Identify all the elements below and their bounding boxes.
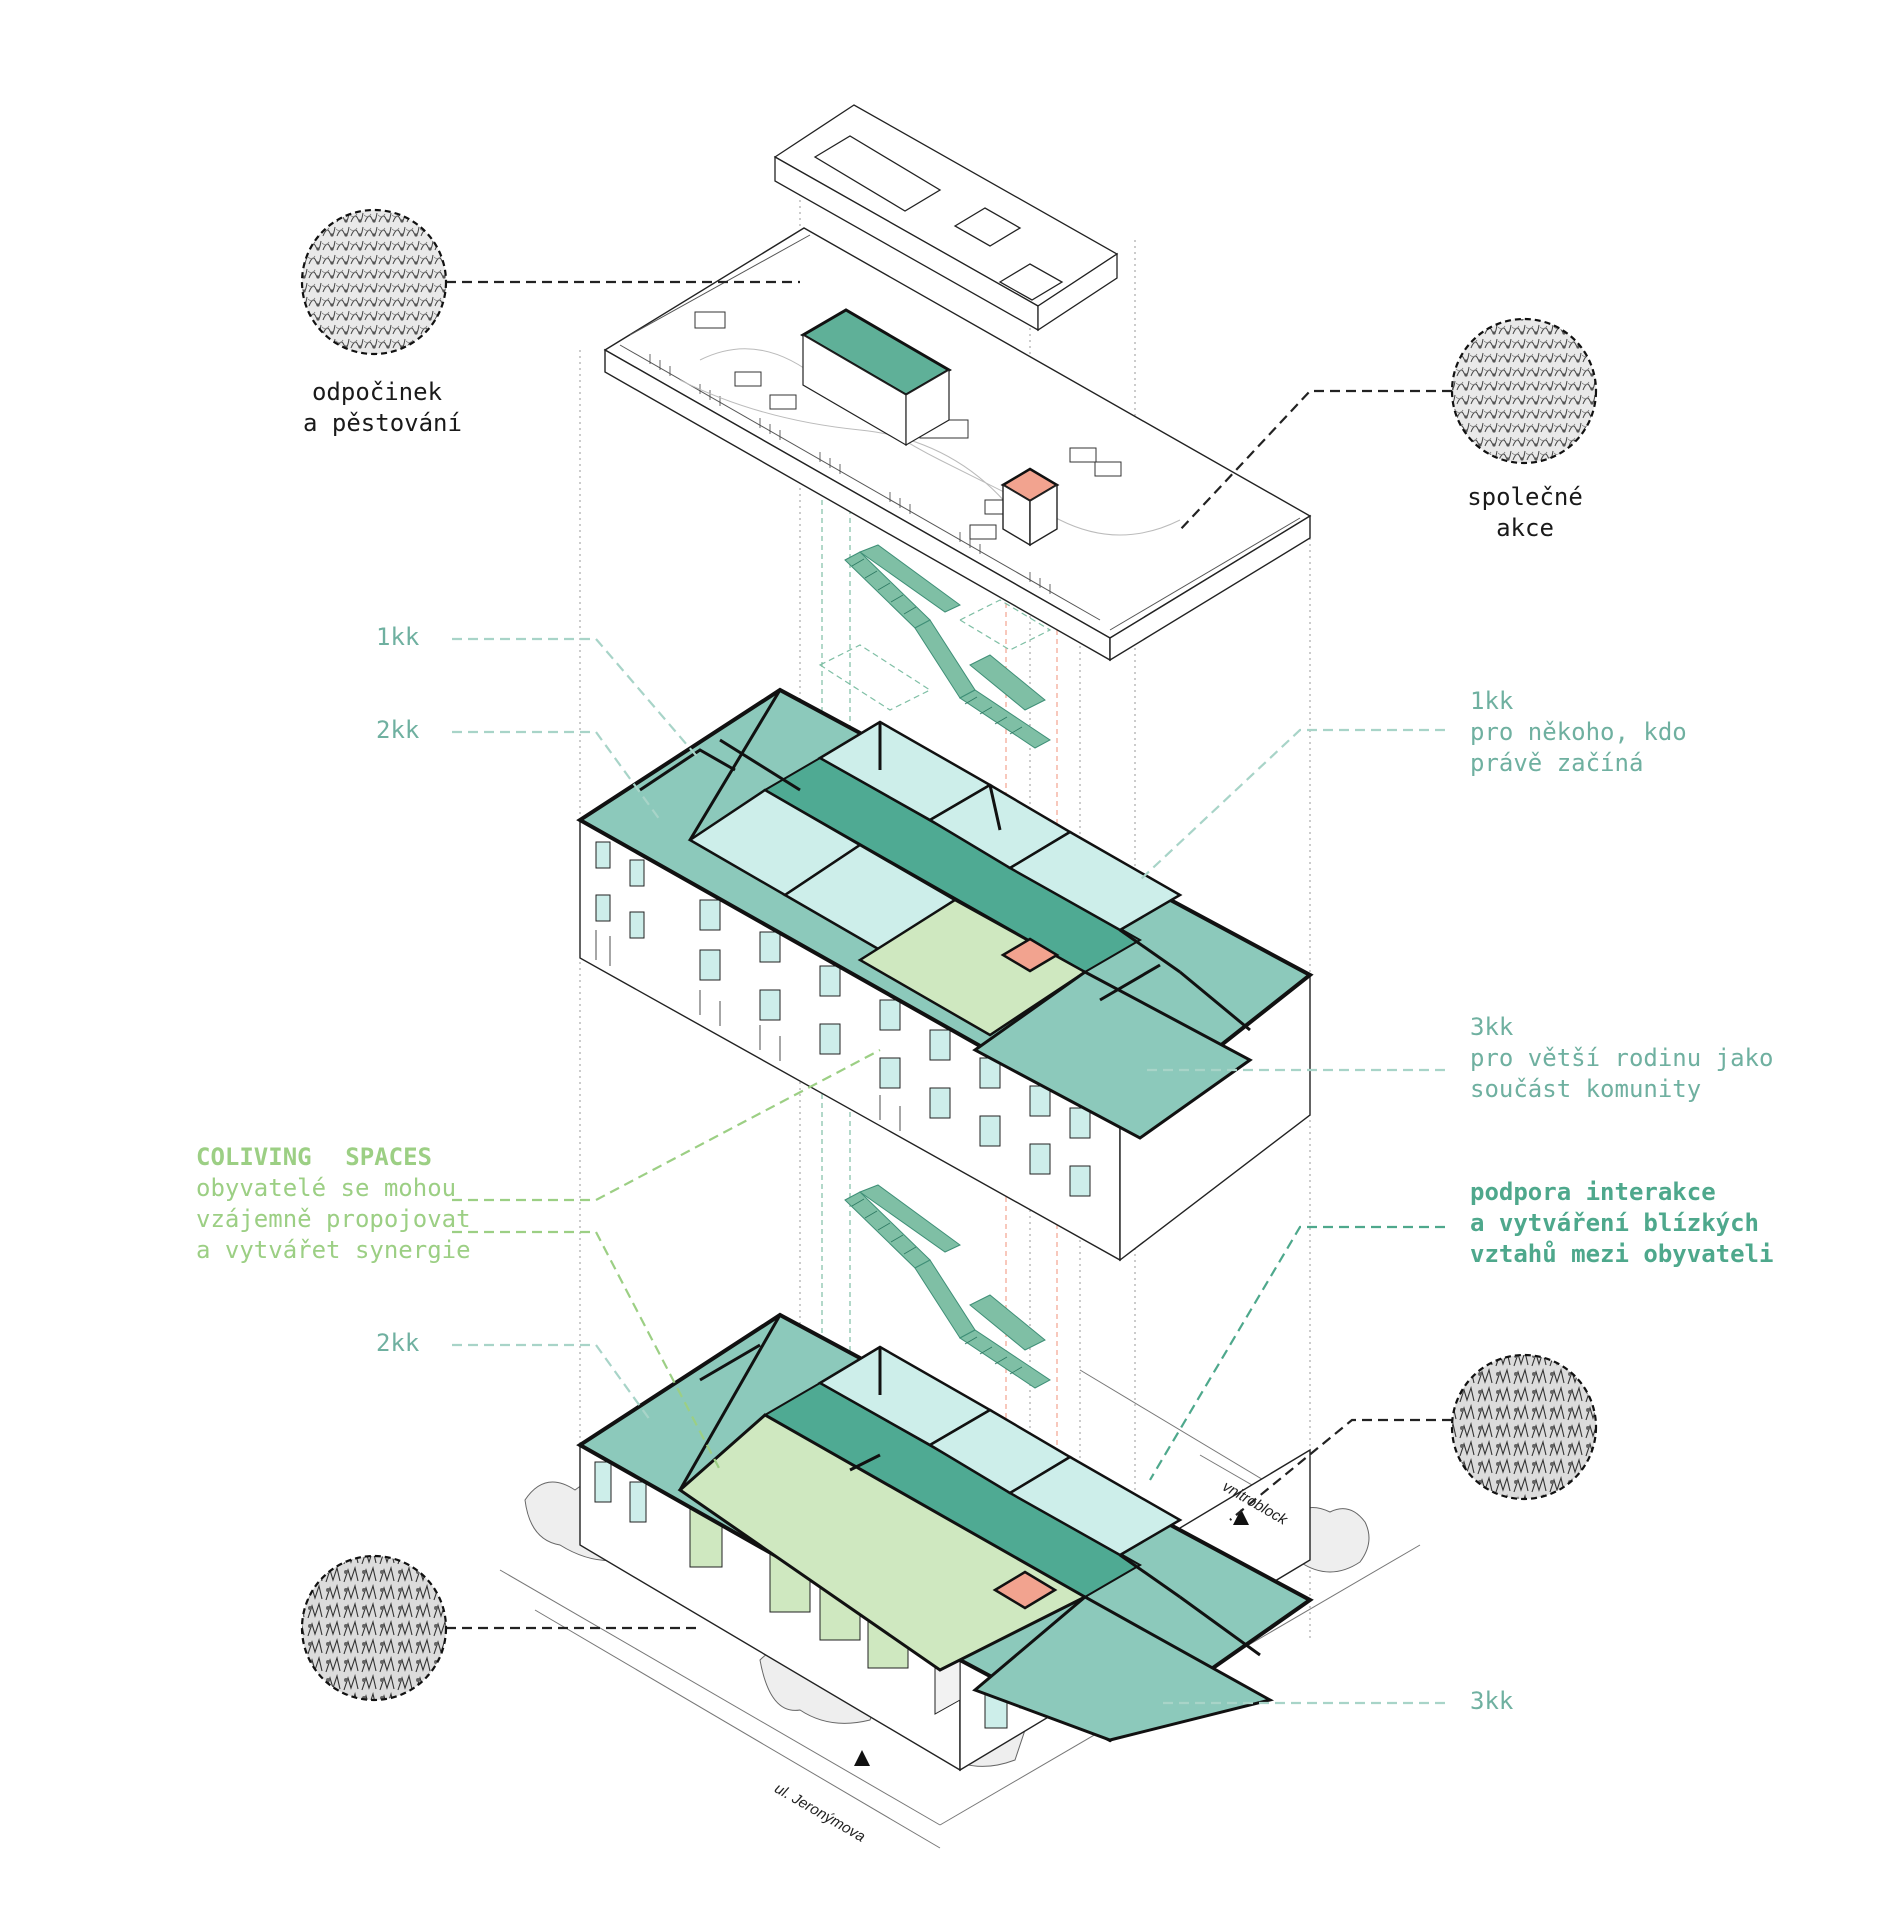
- label-coliving: COLIVING SPACES obyvatelé se mohou vzáje…: [196, 1143, 471, 1264]
- garden-thumbnail-icon: [300, 1554, 448, 1702]
- staircase-upper: [844, 544, 1051, 749]
- label-roof-left: odpočinek a pěstování: [303, 378, 462, 437]
- vegetation-thumbnail-icon: [300, 208, 448, 356]
- leader-lines-green: [452, 1049, 881, 1471]
- leader-lines-dark: [446, 280, 1452, 1630]
- ground-floor-block: [499, 1312, 1421, 1849]
- label-support: podpora interakce a vytváření blízkých v…: [1470, 1178, 1774, 1268]
- courtyard-thumbnail-icon: [1450, 1353, 1598, 1501]
- label-upper-1kk: 1kk: [376, 623, 420, 651]
- roof-terrace: [603, 227, 1312, 662]
- upper-floor-block: [576, 687, 1314, 1262]
- core-projection-lines: [1005, 495, 1058, 1570]
- leader-line-support: [1149, 1225, 1445, 1481]
- label-upper-2kk: 2kk: [376, 716, 420, 744]
- people-thumbnail-icon: [1450, 317, 1598, 465]
- leader-lines-teal: [452, 637, 1445, 1705]
- label-right-1kk: 1kk pro někoho, kdo právě začíná: [1470, 687, 1687, 777]
- label-lower-3kk: 3kk: [1470, 1687, 1514, 1715]
- label-lower-2kk: 2kk: [376, 1329, 420, 1357]
- label-right-3kk: 3kk pro větší rodinu jako součást komuni…: [1470, 1013, 1774, 1103]
- staircase-lower: [844, 1184, 1051, 1389]
- north-arrow-icon-street: [854, 1750, 870, 1766]
- north-arrow-icon: [1233, 1509, 1249, 1525]
- roof-superstructure: [773, 104, 1119, 332]
- stair-landing-outlines: [818, 599, 1052, 711]
- label-roof-right: společné akce: [1467, 483, 1583, 542]
